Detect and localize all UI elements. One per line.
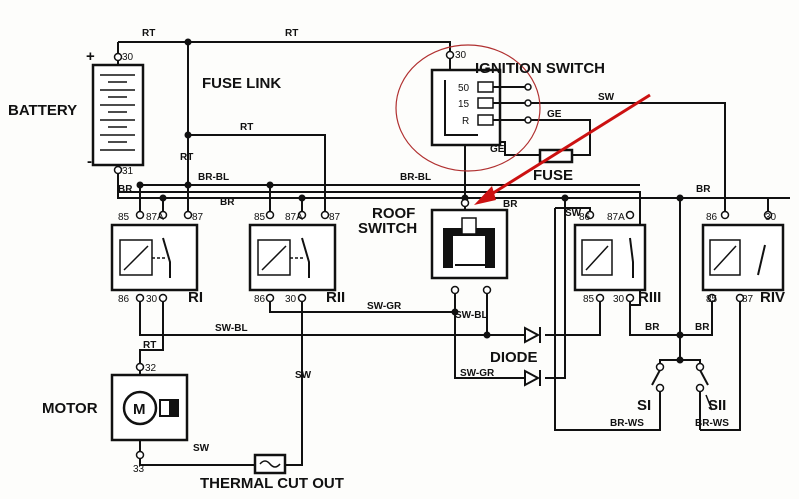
wire-label-sw-bl: SW-BL [455,310,488,321]
wire-label-sw-gr: SW-GR [460,368,495,379]
relay-2 [248,223,337,292]
motor-m-label: M [133,401,146,418]
terminal-87a: 87A [285,212,303,223]
ignition-switch-label: IGNITION SWITCH [475,60,605,77]
terminal-87: 87 [329,212,341,223]
wire-label-rt: RT [142,28,155,39]
wire-label-sw: SW [598,92,615,103]
terminal-30: 30 [146,294,158,305]
wire-label-sw-gr: SW-GR [367,301,402,312]
battery-label: BATTERY [8,102,77,119]
terminal-30: 30 [765,212,777,223]
fuse-label: FUSE [533,167,573,184]
relay-3 [573,223,647,292]
terminal-15: 15 [458,99,470,110]
terminal-r: R [462,116,469,127]
relay-1 [110,223,199,292]
wire-label-br: BR [503,199,518,210]
terminal-86: 86 [118,294,130,305]
ignition-switch [430,68,532,147]
terminal-85: 85 [583,294,595,305]
wire-label-br-bl: BR-BL [198,172,229,183]
diodes [524,326,541,387]
relay4-label: RIV [760,289,785,306]
wire-label-sw-bl: SW-BL [215,323,248,334]
fuse-link-label: FUSE LINK [202,75,281,92]
junctions [136,38,684,364]
relay-4 [701,223,785,292]
wire-label-rt: RT [285,28,298,39]
roof-switch [430,208,509,280]
terminal-87: 87 [742,294,754,305]
limit-switches [651,369,713,411]
wire-label-br-ws: BR-WS [610,418,644,429]
switch-label: SWITCH [358,220,417,237]
relay3-label: RIII [638,289,661,306]
battery [91,63,145,167]
thermal-cut-out-label: THERMAL CUT OUT [200,475,344,492]
terminal-30: 30 [613,294,625,305]
relay2-label: RII [326,289,345,306]
terminal-87a: 87A [146,212,164,223]
wire-label-rt: RT [143,340,156,351]
wire-label-sw: SW [295,370,312,381]
terminal-85: 85 [706,294,718,305]
motor-label: MOTOR [42,400,98,417]
wire-label-ge: GE [547,109,562,120]
terminal-87a: 87A [607,212,625,223]
thermal-cut-out [253,453,287,475]
terminal-86: 86 [706,212,718,223]
roof-label: ROOF [372,205,415,222]
s1-label: SI [637,397,651,414]
terminal-86: 86 [579,212,591,223]
terminal-86: 86 [254,294,266,305]
wire-label-rt: RT [180,152,193,163]
annotation [395,44,651,205]
wire-label-br: BR [118,184,133,195]
terminal-33: 33 [133,464,145,475]
terminal-30: 30 [455,50,467,61]
battery-plus-label: + [86,48,95,65]
s2-label: SII [708,397,726,414]
relay1-label: RI [188,289,203,306]
diode-label: DIODE [490,349,538,366]
wire-label-br-ws: BR-WS [695,418,729,429]
wire-label-sw: SW [565,208,582,219]
terminal-85: 85 [254,212,266,223]
wire-label-br: BR [645,322,660,333]
terminals [113,50,773,460]
terminal-30: 30 [285,294,297,305]
terminal-31: 31 [122,166,134,177]
wire-label-rt: RT [240,122,253,133]
wire-label-br: BR [695,322,710,333]
terminal-85: 85 [118,212,130,223]
terminal-87: 87 [192,212,204,223]
terminal-50: 50 [458,83,470,94]
terminal-32: 32 [145,363,157,374]
terminal-30: 30 [122,52,134,63]
wire-label-ge: GE [490,144,505,155]
wire-label-br: BR [696,184,711,195]
battery-minus-label: - [87,153,92,170]
wire-label-br: BR [220,197,235,208]
wire-label-sw: SW [193,443,210,454]
wire-label-br-bl: BR-BL [400,172,431,183]
motor [110,373,189,442]
